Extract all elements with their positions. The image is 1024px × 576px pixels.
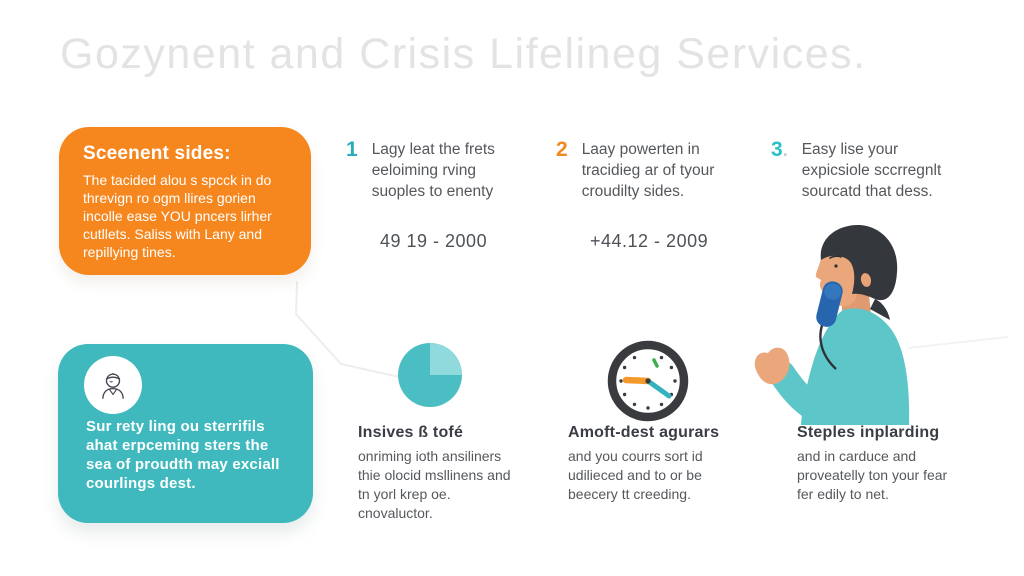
step-1: 1 Lagy leat the frets eeloiming rving su… [346,139,522,252]
orange-summary-card: Sceenent sides: The tacided alou s spcck… [59,127,311,275]
feature-person-body: and in carduce and proveatelly ton your … [797,448,948,502]
clock-icon [607,340,689,422]
feature-person: Steples inplarding and in carduce and pr… [797,424,959,504]
step-1-text: Lagy leat the frets eeloiming rving suop… [371,141,495,200]
step-1-phone-number: 49 19 - 2000 [380,231,488,251]
teal-card-body: Sur rety ling ou sterrifils ahat erpcemi… [86,418,280,492]
feature-pie-body: onriming ioth ansiliners thie olocid msl… [358,448,511,521]
person-phone-illustration [754,224,910,425]
step-3: 3. Easy lise your expicsiole sccrregnlt … [771,139,957,202]
feature-person-heading: Steples inplarding [797,424,940,441]
step-2-number: 2 [556,138,568,161]
feature-pie: Insives ß tofé onriming ioth ansiliners … [358,424,520,523]
feature-pie-heading: Insives ß tofé [358,424,464,441]
pie-chart-icon [398,343,462,407]
step-3-number: 3. [771,138,788,161]
page-title: Gozynent and Crisis Lifelineg Services. [60,30,867,78]
step-2: 2 Laay powerten in tracidieg ar of tyour… [556,139,738,252]
teal-summary-card: Sur rety ling ou sterrifils ahat erpcemi… [58,344,313,523]
orange-card-body: The tacided alou s spcck in do threvign … [83,172,272,260]
person-outline-icon [84,356,142,414]
step-1-number: 1 [346,138,358,161]
step-3-number-dot: . [782,140,788,160]
feature-clock: Amoft-dest agurars and you courrs sort i… [568,424,754,504]
step-2-phone-number: +44.12 - 2009 [590,231,709,251]
orange-card-heading: Sceenent sides: [83,143,231,164]
feature-clock-body: and you courrs sort id udilieced and to … [568,448,703,502]
step-2-text: Laay powerten in tracidieg ar of tyour c… [581,141,715,200]
feature-clock-heading: Amoft-dest agurars [568,424,720,441]
step-3-text: Easy lise your expicsiole sccrregnlt sou… [801,141,942,200]
